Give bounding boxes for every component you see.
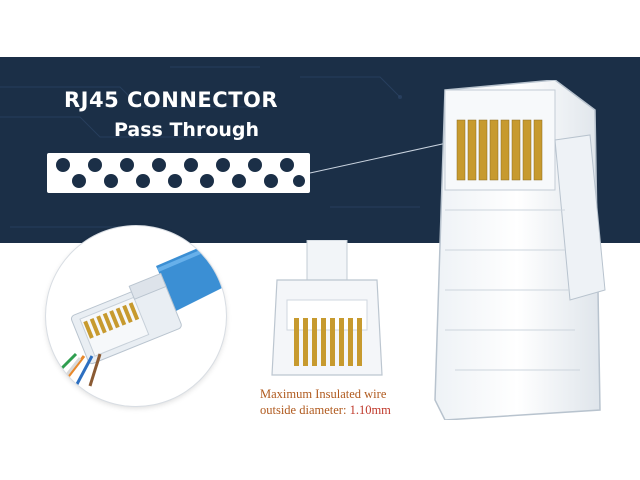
spec-line-2: outside diameter: 1.10mm <box>260 402 391 418</box>
rj45-connector-front <box>271 240 383 376</box>
crimped-cable-closeup <box>46 226 226 406</box>
wire-diameter-spec: Maximum Insulated wire outside diameter:… <box>260 386 391 418</box>
pass-through-hole-strip <box>47 153 310 193</box>
banner-subtitle: Pass Through <box>114 119 260 141</box>
banner-title: RJ45 CONNECTOR <box>64 88 279 112</box>
spec-label: outside diameter: <box>260 403 350 417</box>
circuit-pattern <box>0 66 420 229</box>
spec-line-1: Maximum Insulated wire <box>260 387 387 401</box>
rj45-connector-large <box>434 80 606 420</box>
spec-value: 1.10mm <box>349 403 391 417</box>
